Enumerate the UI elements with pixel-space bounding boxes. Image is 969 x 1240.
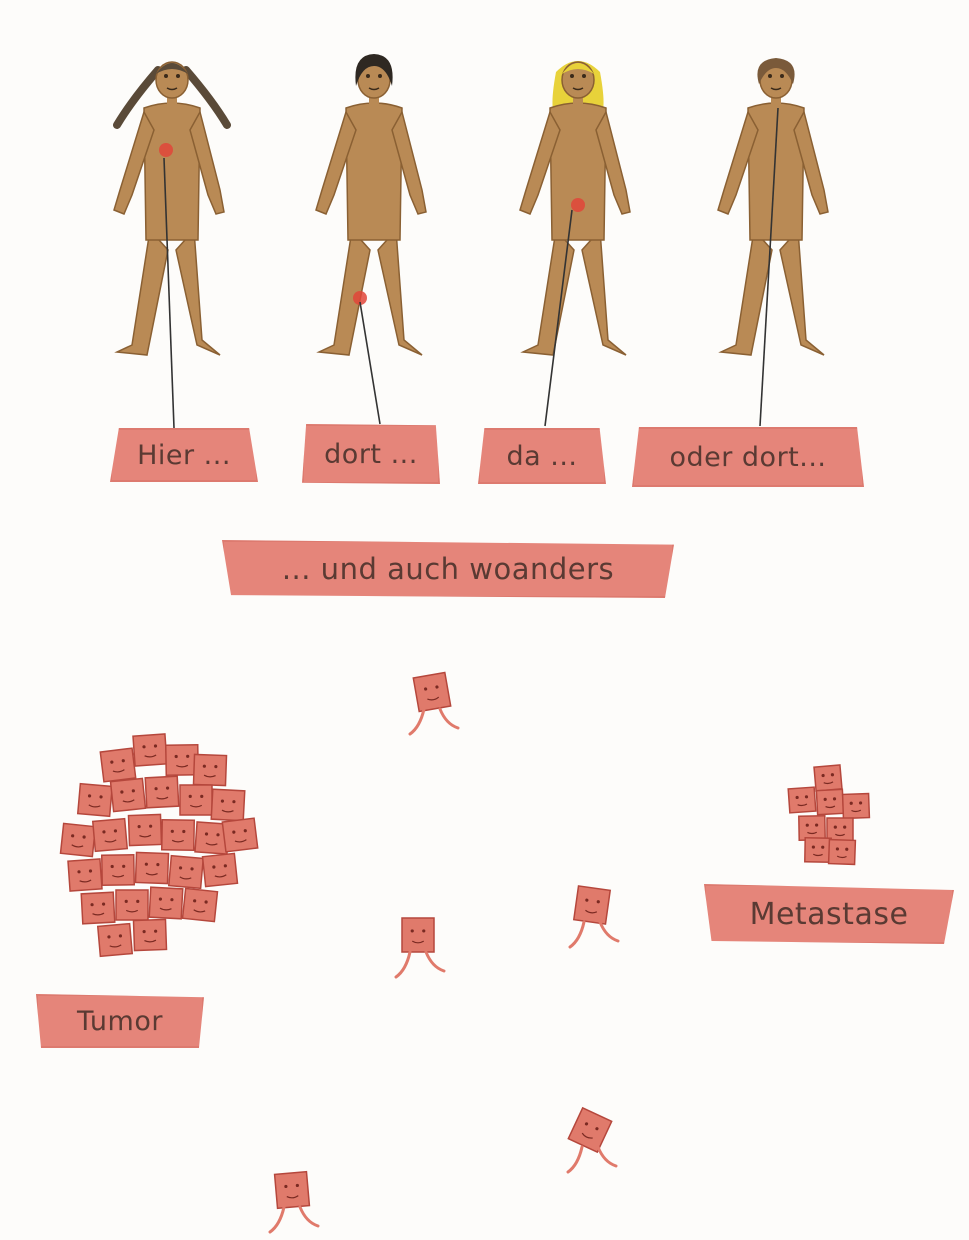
tumor-cell <box>145 776 179 808</box>
tumor-cell <box>222 818 257 852</box>
walking-leg <box>410 709 424 734</box>
walking-cell-2 <box>396 918 444 977</box>
label-dort: dort ... <box>302 424 440 484</box>
label-tumor: Tumor <box>36 994 204 1048</box>
walking-cell-5 <box>270 1172 318 1232</box>
tumor-cell <box>193 754 226 785</box>
walking-leg <box>300 1207 318 1226</box>
tumor-spot <box>571 198 585 212</box>
label-und-auch-woanders: ... und auch woanders <box>222 540 674 598</box>
leg-left <box>117 230 168 355</box>
eye-right <box>780 74 784 78</box>
tumor-cell <box>133 919 166 950</box>
metastase-cluster <box>788 765 869 865</box>
label-und-auch-text: ... und auch woanders <box>282 552 614 586</box>
tumor-cell <box>149 887 183 919</box>
walking-leg <box>270 1207 284 1232</box>
walking-cell-1 <box>410 672 458 734</box>
leg-right <box>176 230 220 355</box>
leg-left <box>523 230 574 355</box>
label-oder-dort: oder dort... <box>632 427 864 487</box>
walking-leg <box>568 1147 582 1172</box>
eye-right <box>378 74 382 78</box>
metastase-cell <box>788 787 816 813</box>
walking-cell-4 <box>568 1108 616 1172</box>
tumor-cell <box>61 823 96 856</box>
torso <box>346 103 402 240</box>
tumor-cell <box>128 814 161 845</box>
tumor-cell <box>78 784 112 817</box>
tumor-cell <box>211 789 245 821</box>
label-da: da ... <box>478 428 606 484</box>
label-dort-text: dort ... <box>324 439 418 470</box>
metastase-cell <box>829 840 856 865</box>
tumor-spot <box>159 143 173 157</box>
tumor-cell <box>98 924 132 957</box>
walking-leg <box>598 1147 616 1166</box>
person-braids <box>114 62 227 428</box>
walking-cell-body <box>568 1108 611 1152</box>
tumor-cell <box>169 856 203 889</box>
walking-leg <box>426 952 444 971</box>
eye-left <box>570 74 574 78</box>
tumor-cell <box>102 855 135 886</box>
tumor-cell <box>93 819 127 852</box>
eye-right <box>176 74 180 78</box>
leg-right <box>582 230 626 355</box>
walking-cell-body <box>574 886 610 924</box>
torso <box>748 103 804 240</box>
label-metastase: Metastase <box>704 884 954 944</box>
label-hier-text: Hier ... <box>137 440 231 471</box>
label-oder-dort-text: oder dort... <box>669 442 826 473</box>
walking-leg <box>440 709 458 728</box>
walking-leg <box>570 922 584 947</box>
person-curly <box>718 58 828 426</box>
metastase-cell <box>799 816 825 840</box>
pointer-line <box>360 302 380 424</box>
eye-right <box>582 74 586 78</box>
walking-cell-3 <box>570 886 618 947</box>
metastase-cell <box>816 789 843 814</box>
tumor-cell <box>183 888 218 921</box>
label-hier: Hier ... <box>110 428 258 482</box>
label-tumor-text: Tumor <box>77 1006 163 1037</box>
walking-cell-body <box>275 1172 310 1209</box>
metastase-cell <box>843 794 870 819</box>
tumor-cell <box>111 778 146 811</box>
tumor-cell <box>162 820 195 851</box>
leg-right <box>378 230 422 355</box>
label-da-text: da ... <box>506 441 577 472</box>
metastase-cell <box>814 765 842 791</box>
tumor-cell <box>81 892 115 924</box>
tumor-cell <box>68 859 102 891</box>
walking-cell-body <box>413 672 450 711</box>
metastase-cell <box>805 838 831 862</box>
person-short-dark-hair <box>316 54 426 424</box>
eye-left <box>768 74 772 78</box>
torso <box>144 103 200 240</box>
person-blonde <box>520 61 630 426</box>
eye-left <box>164 74 168 78</box>
leg-right <box>780 230 824 355</box>
tumor-cluster <box>61 734 258 956</box>
tumor-cell <box>135 852 168 883</box>
tumor-cell <box>100 748 135 782</box>
tumor-cell <box>116 890 148 920</box>
tumor-cell <box>203 853 238 886</box>
torso <box>550 103 606 240</box>
tumor-cell <box>180 785 212 815</box>
label-metastase-text: Metastase <box>750 897 909 932</box>
tumor-cell <box>133 734 167 766</box>
eye-left <box>366 74 370 78</box>
walking-leg <box>396 952 410 977</box>
walking-cell-body <box>402 918 434 952</box>
walking-leg <box>600 922 618 941</box>
